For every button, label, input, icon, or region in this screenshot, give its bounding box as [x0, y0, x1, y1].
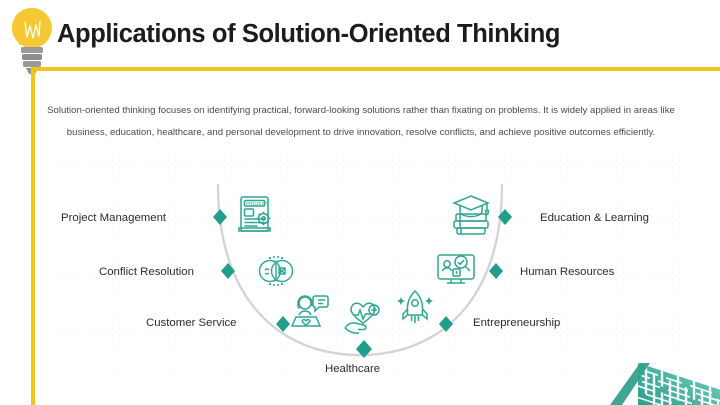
project-document-gear-icon: PROJECT — [238, 196, 271, 232]
heart-pulse-hand-icon — [344, 302, 380, 334]
maze-icon — [610, 357, 720, 405]
intro-paragraph: Solution-oriented thinking focuses on id… — [47, 105, 675, 138]
books-graduation-cap-icon — [452, 195, 490, 235]
node-label-education-learning: Education & Learning — [540, 212, 649, 224]
rocket-icon — [397, 289, 433, 323]
monitor-search-icon — [437, 254, 475, 284]
frame-top-border — [31, 67, 720, 71]
node-marker-healthcare — [356, 340, 372, 358]
svg-text:PROJECT: PROJECT — [246, 201, 268, 206]
arc-path — [216, 183, 504, 357]
node-label-project-management: Project Management — [61, 212, 167, 224]
arc-node-markers — [213, 209, 512, 358]
node-marker-entrepreneurship — [439, 316, 453, 332]
support-agent-icon — [290, 295, 329, 327]
negotiation-circles-icon — [258, 256, 294, 286]
frame-left-border — [31, 67, 35, 405]
page-title: Applications of Solution-Oriented Thinki… — [57, 20, 561, 48]
node-label-customer-service: Customer Service — [146, 317, 237, 329]
node-marker-project-management — [213, 209, 227, 225]
node-label-conflict-resolution: Conflict Resolution — [99, 266, 194, 278]
node-marker-conflict-resolution — [221, 263, 235, 279]
node-marker-education-learning — [498, 209, 512, 225]
node-label-human-resources: Human Resources — [520, 266, 615, 278]
node-label-healthcare: Healthcare — [325, 363, 381, 375]
node-label-entrepreneurship: Entrepreneurship — [473, 317, 561, 329]
node-marker-human-resources — [489, 263, 503, 279]
node-marker-customer-service — [276, 316, 290, 332]
